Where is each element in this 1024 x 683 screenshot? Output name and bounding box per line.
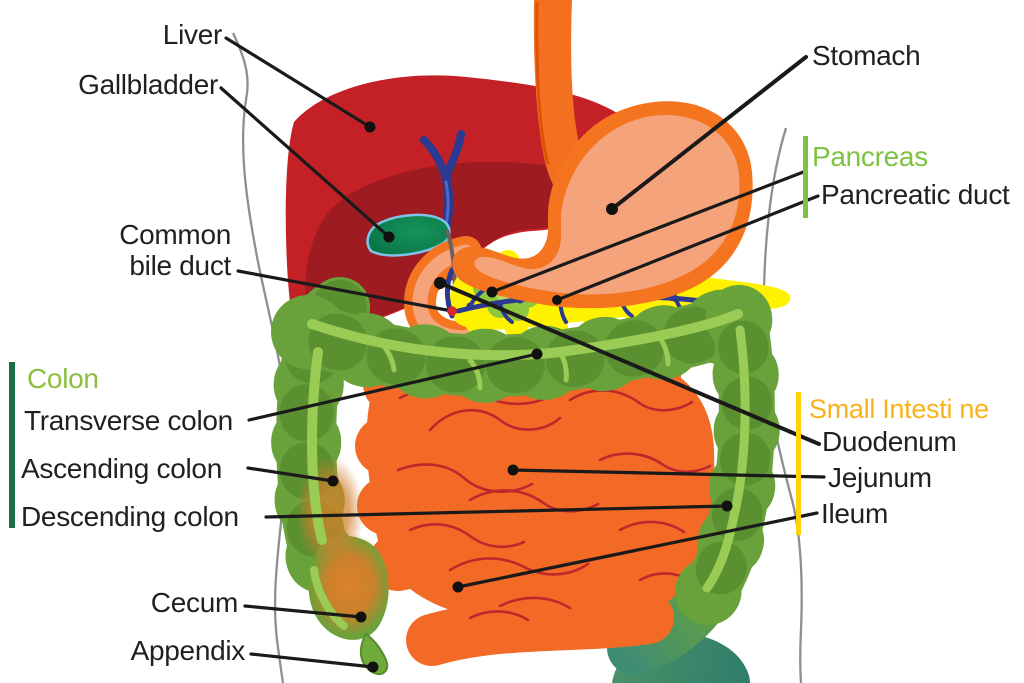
leader-descending-colon (264, 504, 729, 519)
label-stomach: Stomach (812, 40, 921, 71)
label-transverse-colon: Transverse colon (24, 405, 233, 436)
esophagus (533, 0, 619, 232)
small-intestine-category-bar (796, 392, 801, 535)
gallbladder (366, 213, 451, 257)
label-colon: Colon (27, 363, 99, 394)
appendix (359, 632, 389, 676)
label-pancreas: Pancreas (812, 141, 928, 172)
body-outline-right (762, 127, 803, 683)
leader-pancreatic-duct (555, 194, 820, 302)
leader-cecum (243, 604, 363, 619)
label-common-bile-duct: Common bile duct (119, 219, 231, 282)
bile-duct-junction-dot (447, 306, 457, 316)
leader-liver (224, 36, 372, 129)
label-small-intestine: Small Intesti ne (809, 394, 989, 424)
leader-jejunum (511, 468, 826, 479)
leader-transverse-colon (247, 352, 539, 422)
label-pancreatic-duct: Pancreatic duct (821, 179, 1010, 210)
leader-ascending-colon (246, 466, 335, 483)
leader-stomach (610, 55, 808, 211)
label-ileum: Ileum (821, 498, 888, 529)
body-outline (231, 32, 803, 683)
leader-pancreas (490, 169, 808, 294)
leader-duodenum (438, 281, 821, 446)
leader-dots (327, 121, 733, 673)
label-common-bile-duct-line1: Common (119, 219, 231, 250)
leader-common-bile-duct (236, 269, 454, 313)
colon-category-bar (9, 362, 15, 528)
label-ascending-colon: Ascending colon (21, 453, 222, 484)
colon-highlight-veins (307, 309, 750, 630)
label-appendix: Appendix (130, 635, 246, 666)
label-descending-colon: Descending colon (21, 501, 239, 532)
label-common-bile-duct-line2: bile duct (129, 249, 231, 281)
leader-lines (219, 36, 826, 669)
label-duodenum: Duodenum (822, 426, 957, 457)
label-liver: Liver (162, 19, 223, 50)
leader-appendix (249, 652, 375, 669)
leader-ileum (456, 511, 819, 589)
label-jejunum: Jejunum (828, 462, 932, 493)
label-gallbladder: Gallbladder (78, 69, 218, 100)
label-cecum: Cecum (150, 587, 239, 618)
body-outline-left (231, 32, 289, 683)
pancreas-category-bar (803, 136, 808, 218)
leader-gallbladder (219, 86, 391, 239)
